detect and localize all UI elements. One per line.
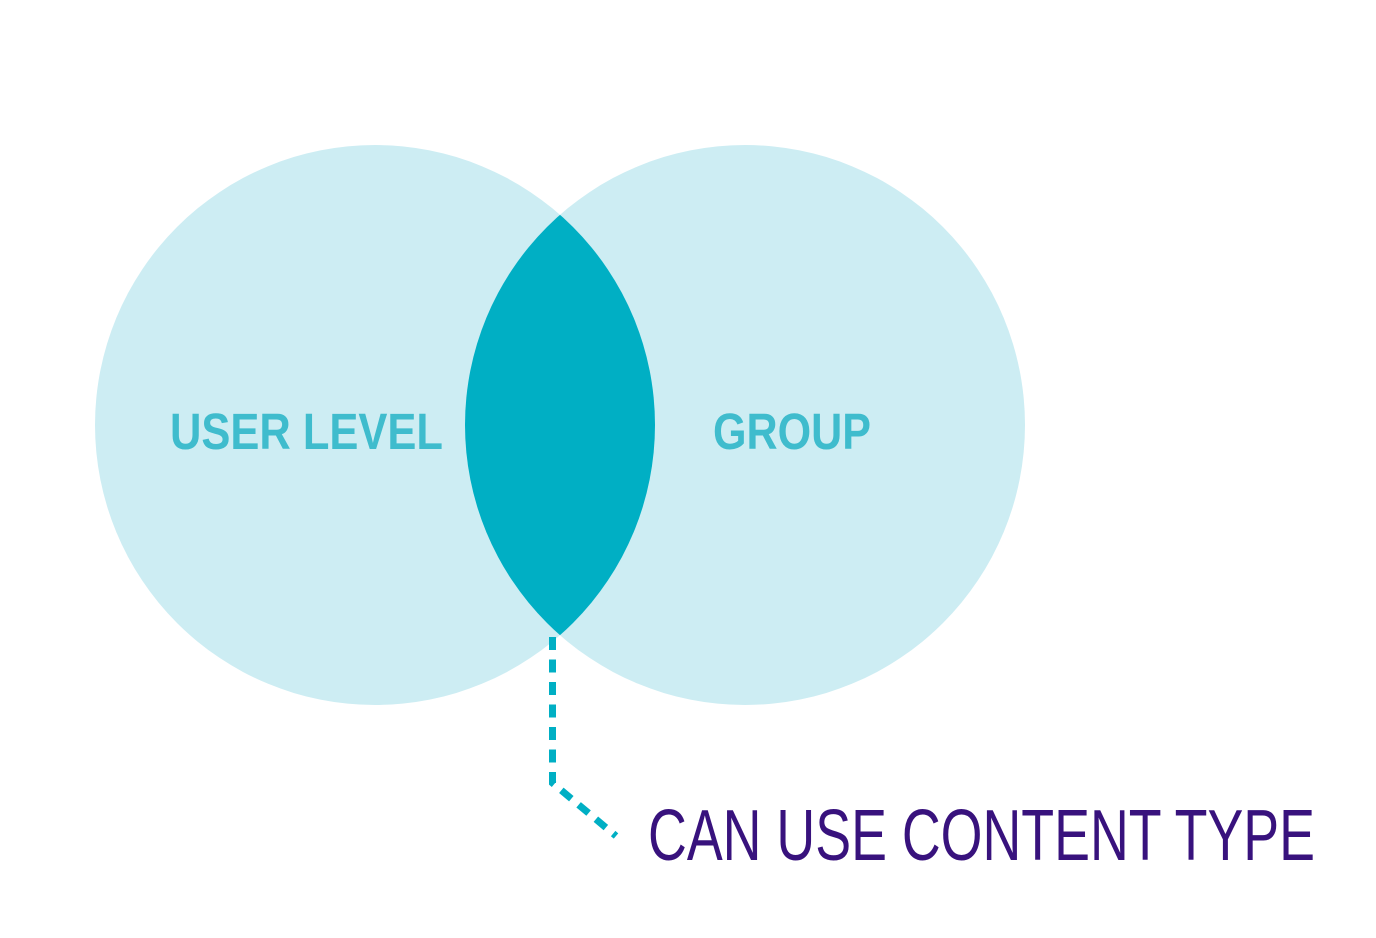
can-use-content-type-label: CAN USE CONTENT TYPE [648,796,1315,876]
annotation-connector-dashed-line [549,637,619,839]
group-label: GROUP [713,403,871,460]
user-level-label: USER LEVEL [170,403,443,460]
intersection-region [465,145,655,705]
